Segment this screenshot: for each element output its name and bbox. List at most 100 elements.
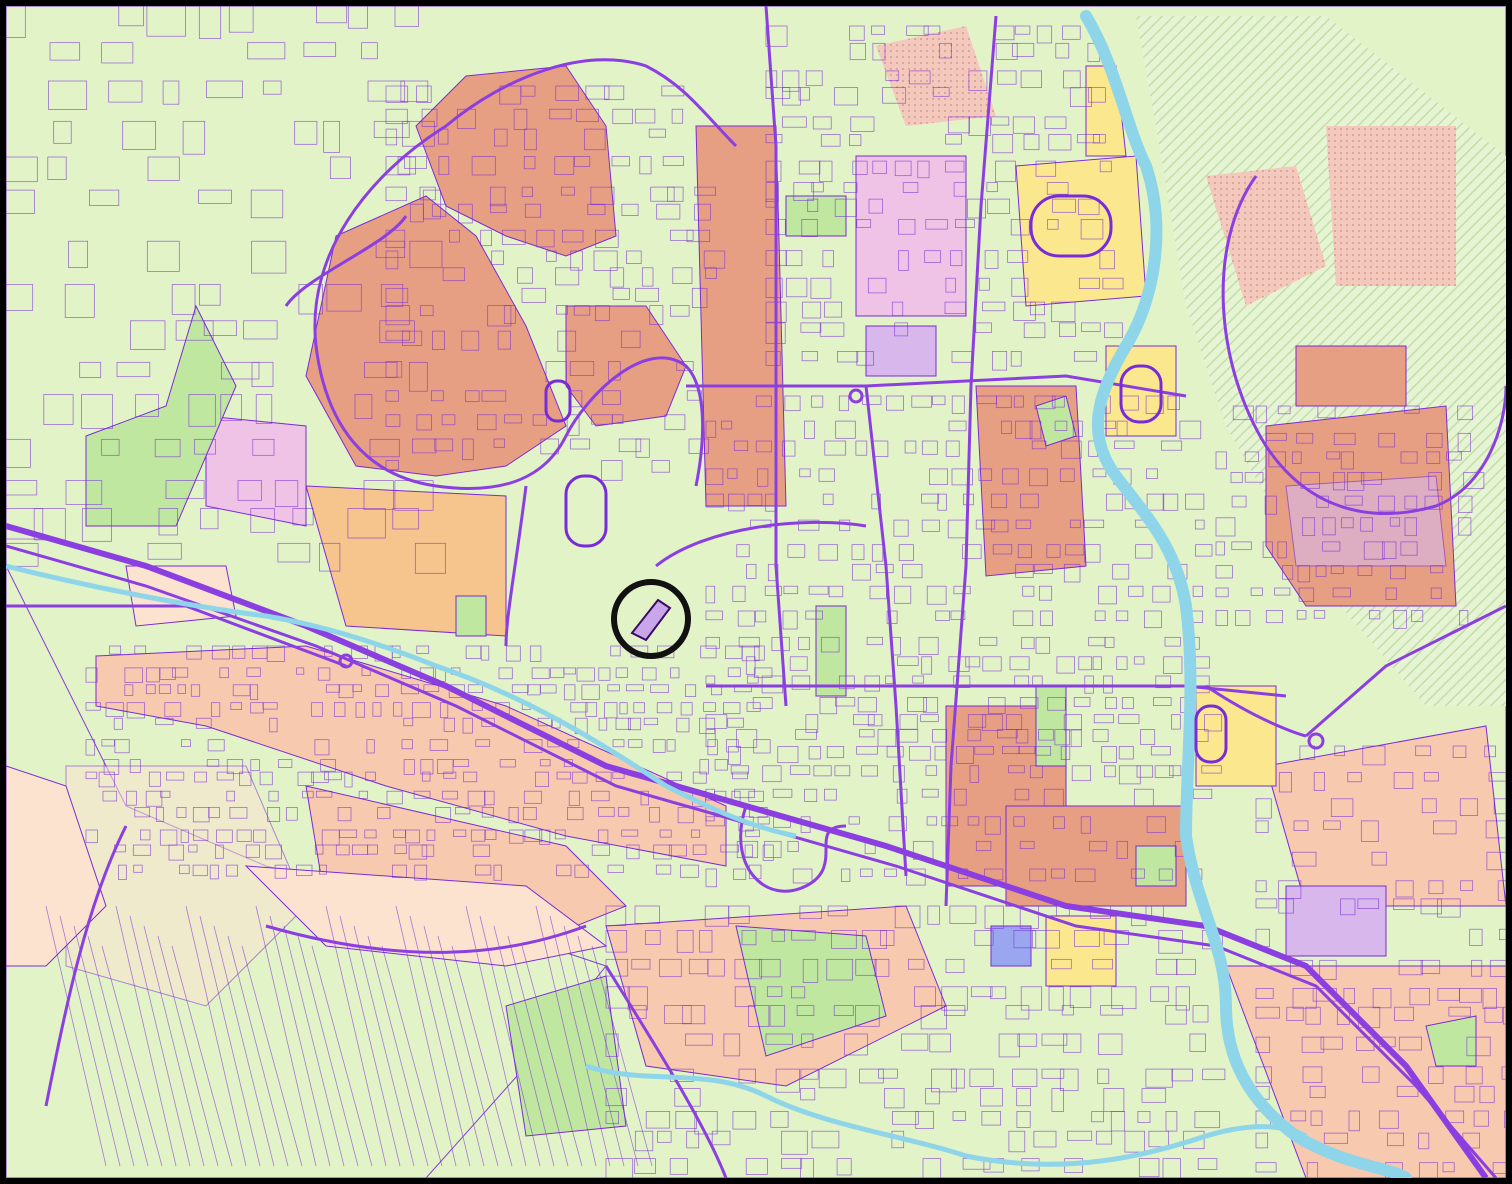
highlight-marker[interactable] [611,579,691,659]
parcel-outline [1012,42,1035,57]
parcel-outline [576,108,599,122]
parcel-outline [799,905,822,920]
parcel-outline [159,829,178,846]
parcel-outline [1051,1088,1064,1112]
parcel-outline [443,771,457,779]
parcel-outline [921,440,938,455]
parcel-outline [467,684,484,693]
parcel-outline [403,717,414,727]
parcel-outline [871,493,881,510]
parcel-outline [1069,87,1092,107]
parcel-outline [680,864,699,878]
land-use-fills [6,6,1506,1178]
parcel-outline [89,189,120,206]
parcel-outline [103,759,120,775]
parcel-outline [1493,798,1506,815]
parcel-outline [126,702,145,719]
parcel-outline [651,460,670,473]
parcel-outline [1479,1085,1495,1104]
parcel-outline [581,684,600,700]
parcel-outline [1197,1158,1218,1170]
parcel-outline [745,656,756,675]
parcel-outline [705,729,716,747]
parcel-outline [199,284,221,306]
parcel-outline [948,420,967,432]
parcel-outline [101,438,120,456]
parcel-outline [765,1033,793,1045]
parcel-outline [727,717,744,728]
parcel-outline [1343,988,1355,1005]
parcel-outline [609,267,625,288]
parcel-outline [1102,277,1124,290]
parcel-outline [1452,745,1467,758]
parcel-outline [158,508,178,536]
parcel-outline [705,267,717,279]
parcel-outline [843,182,858,193]
parcel-outline [481,390,507,402]
parcel-outline [323,120,340,153]
parcel-outline [475,739,491,747]
parcel-outline [1333,432,1356,446]
field-strip-boundary [451,945,513,1167]
parcel-outline [925,765,938,776]
southern-stream [585,1063,1308,1167]
parcel-outline [1158,868,1173,881]
parcel-outline [1499,928,1506,941]
parcel-outline [325,684,341,693]
parcel-outline [247,42,286,60]
parcel-outline [1460,880,1474,891]
parcel-outline [757,816,770,825]
parcel-outline [736,729,758,748]
parcel-outline [195,717,212,729]
parcel-outline [1471,959,1483,977]
parcel-outline [1192,788,1213,799]
parcel-outline [982,714,1003,731]
parcel-outline [352,684,362,692]
parcel-outline [782,70,800,92]
parcel-outline [612,287,630,300]
parcel-outline [800,1158,814,1178]
parcel-outline [746,563,757,579]
parcel-outline [659,958,682,978]
parcel-outline [1204,714,1223,732]
parcel-outline [984,250,999,269]
parcel-outline [1484,1006,1503,1023]
parcel-outline [529,645,542,662]
parcel-outline [1093,714,1114,724]
parcel-outline [250,508,275,533]
city-map[interactable] [6,6,1506,1178]
parcel-outline [108,80,143,103]
parcel-outline [669,1158,688,1175]
parcel-outline [98,771,115,788]
parcel-outline [1340,451,1354,470]
parcel-outline [975,840,992,852]
parcel-outline [85,667,98,683]
parcel-outline [302,790,314,799]
parcel-outline [705,816,725,827]
parcel-outline [1215,565,1233,579]
parcel-outline [48,80,88,110]
parcel-outline [503,305,516,324]
parcel-outline [1165,1111,1178,1132]
parcel-outline [1144,610,1162,629]
parcel-outline [872,160,887,174]
field-strip-boundary [507,935,569,1167]
parcel-outline [1319,959,1337,980]
parcel-outline [818,544,838,561]
parcel-outline [105,702,124,717]
parcel-outline [691,287,708,308]
parcel-outline [621,203,639,216]
parcel-outline [1420,898,1442,915]
parcel-outline [1297,565,1311,583]
parcel-outline [921,493,940,504]
parcel-outline [639,156,652,175]
parcel-outline [574,156,591,167]
parcel-outline [1116,656,1128,670]
south-hill-road-a [739,805,847,893]
parcel-outline [246,667,261,677]
parcel-outline [605,930,628,953]
parcel-outline [385,156,411,176]
parcel-outline [1059,322,1076,337]
parcel-outline [694,203,711,221]
parcel-outline [1334,745,1345,757]
